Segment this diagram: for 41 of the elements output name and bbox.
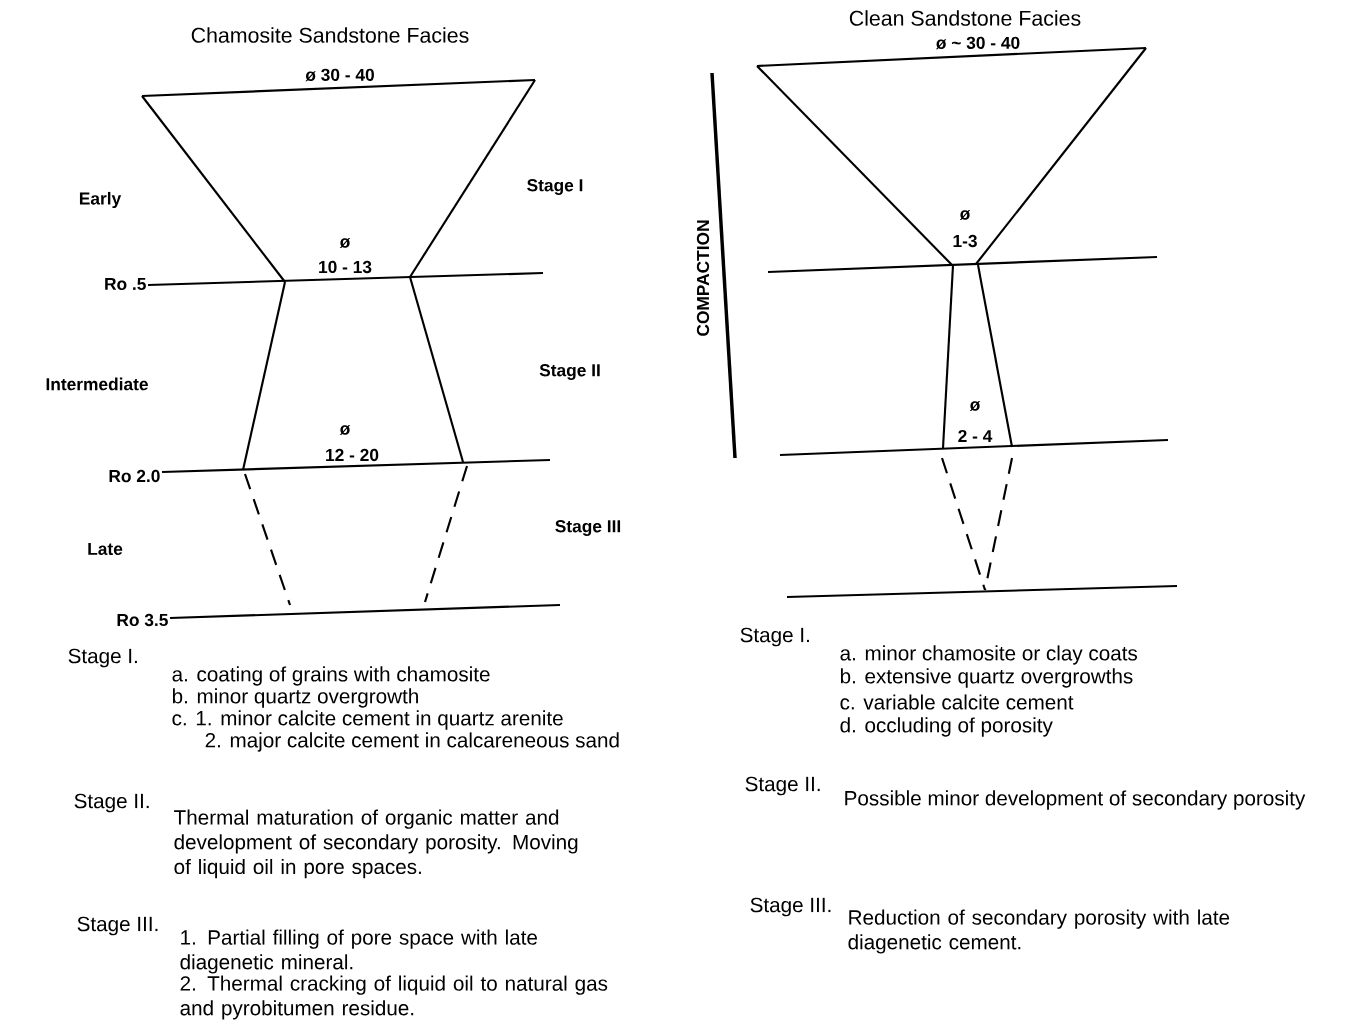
- list-item: c. variable calcite cement: [840, 694, 1074, 710]
- stage-heading: Stage II.: [745, 776, 820, 796]
- list-item: 2. Thermal cracking of liquid oil to natural gas and pyrobitumen residue.: [180, 975, 608, 1020]
- list-item: a. minor chamosite or clay coats: [840, 645, 1138, 665]
- list-item: a. coating of grains with chamosite: [172, 666, 490, 686]
- maturity-label: Early: [79, 191, 122, 209]
- porosity-value: ø 30 - 40: [305, 68, 374, 82]
- list-item: d. occluding of porosity: [840, 717, 1053, 737]
- list-item: c. 1. minor calcite cement in quartz arenite: [172, 710, 563, 730]
- paragraph: Possible minor development of secondary porosity: [845, 790, 1306, 810]
- stage-heading: Stage I.: [740, 627, 809, 647]
- porosity-value: ø: [969, 400, 981, 411]
- stage-label: Stage II: [539, 364, 600, 380]
- facies-title: Chamosite Sandstone Facies: [191, 27, 469, 43]
- porosity-value: ø: [339, 424, 351, 435]
- axis-label: COMPACTION: [696, 220, 710, 336]
- maturity-label: Ro .5: [105, 277, 146, 291]
- porosity-value: ø: [339, 237, 351, 248]
- stage-label: Stage I: [527, 179, 583, 195]
- maturity-label: Ro 3.5: [117, 613, 168, 627]
- maturity-label: Ro 2.0: [109, 469, 160, 483]
- porosity-value: ø: [959, 209, 971, 220]
- porosity-value: 2 - 4: [958, 429, 993, 443]
- facies-title: Clean Sandstone Facies: [849, 10, 1081, 26]
- maturity-label: Late: [88, 542, 123, 556]
- stage-heading: Stage III.: [77, 916, 158, 936]
- porosity-value: 10 - 13: [319, 260, 372, 274]
- paragraph: Thermal maturation of organic matter and development of secondary porosity. Moving of liquid oil in pore spaces.: [174, 809, 578, 879]
- list-item: 2. major calcite cement in calcareneous sand: [205, 732, 619, 752]
- stage-heading: Stage III.: [750, 897, 831, 917]
- porosity-value: ø ~ 30 - 40: [935, 36, 1020, 50]
- porosity-value: 1-3: [953, 234, 977, 248]
- stage-heading: Stage II.: [74, 793, 149, 813]
- porosity-value: 12 - 20: [326, 448, 379, 462]
- stage-label: Stage III: [555, 520, 621, 536]
- list-item: b. minor quartz overgrowth: [172, 688, 418, 708]
- stage-heading: Stage I.: [68, 648, 137, 668]
- list-item: b. extensive quartz overgrowths: [840, 668, 1133, 688]
- maturity-label: Intermediate: [46, 377, 148, 391]
- list-item: 1. Partial filling of pore space with late diagenetic mineral.: [180, 929, 537, 974]
- paragraph: Reduction of secondary porosity with late diagenetic cement.: [848, 909, 1230, 954]
